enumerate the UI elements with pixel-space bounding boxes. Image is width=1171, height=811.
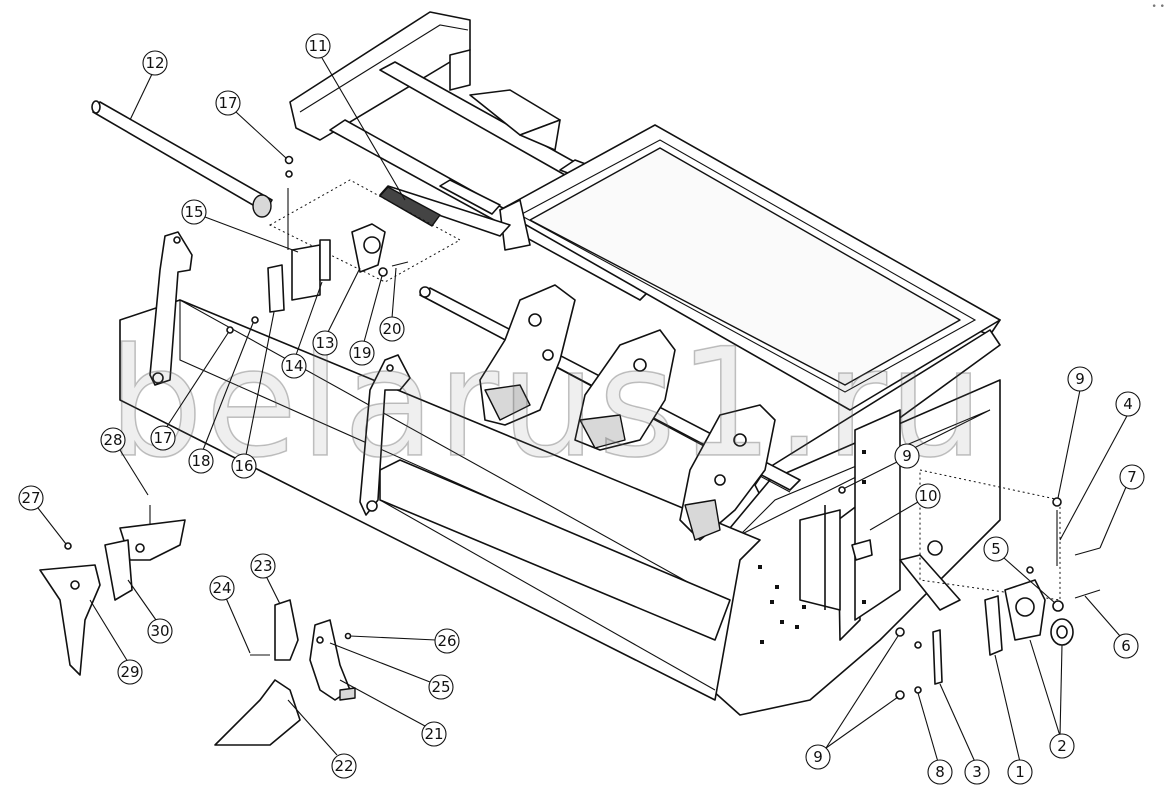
left-arm-bracket [149, 231, 193, 386]
callout-25: 25 [329, 642, 454, 700]
callout-label: 16 [234, 457, 253, 475]
callout-2: 2 [1029, 639, 1075, 759]
callout-30: 30 [127, 579, 173, 644]
lower-beam [119, 299, 761, 701]
callout-12: 12 [129, 50, 168, 121]
knife-block-1 [479, 284, 576, 426]
part-12-tube [91, 100, 273, 218]
callout-13: 13 [312, 267, 361, 356]
callout-10: 10 [869, 483, 941, 531]
callout-label: 6 [1121, 637, 1131, 655]
callout-label: 25 [431, 678, 450, 696]
callout-23: 23 [250, 553, 281, 605]
callout-label: 7 [1127, 468, 1137, 486]
callout-label: 26 [437, 632, 456, 650]
callout-label: 29 [120, 663, 139, 681]
knife-block-3 [679, 404, 776, 541]
callout-9-mid: 9 [844, 443, 920, 489]
callout-22: 22 [287, 699, 357, 779]
callout-17-bottom: 17 [150, 332, 229, 451]
bearing-assembly-right [799, 469, 1101, 700]
callout-9-top-right: 9 [1057, 366, 1093, 499]
callout-label: 20 [382, 320, 401, 338]
knife-assembly-left [39, 505, 186, 676]
callout-28: 28 [100, 427, 149, 496]
callout-4: 4 [1059, 391, 1141, 541]
callout-label: 18 [191, 452, 210, 470]
callout-8: 8 [917, 692, 953, 785]
callout-label: 22 [334, 757, 353, 775]
callout-label: 5 [991, 540, 1001, 558]
callout-label: 9 [1075, 370, 1085, 388]
callout-6: 6 [1084, 595, 1139, 659]
callout-1: 1 [994, 654, 1033, 785]
callout-label: 28 [103, 431, 122, 449]
callout-19: 19 [349, 275, 383, 366]
callout-label: 21 [424, 725, 443, 743]
bearing-assembly-left [226, 155, 462, 334]
callout-3: 3 [939, 683, 990, 785]
callout-label: 19 [352, 344, 371, 362]
callout-18: 18 [188, 322, 254, 474]
callout-label: 11 [308, 37, 327, 55]
callout-label: 15 [184, 203, 203, 221]
part-11-shaft [379, 179, 511, 237]
callout-label: 30 [150, 622, 169, 640]
callout-label: 27 [21, 489, 40, 507]
callout-21: 21 [339, 679, 447, 747]
corner-mark: • • [1151, 2, 1165, 12]
callout-label: 3 [972, 763, 982, 781]
callout-label: 24 [212, 579, 231, 597]
callouts: 1 2 3 4 5 6 7 8 [18, 33, 1145, 785]
callout-5: 5 [983, 536, 1056, 604]
callout-label: 8 [935, 763, 945, 781]
knife-block-2 [574, 329, 676, 451]
callout-label: 1 [1015, 763, 1025, 781]
callout-7: 7 [1099, 464, 1145, 549]
callout-label: 14 [284, 357, 303, 375]
callout-label: 4 [1123, 395, 1133, 413]
callout-label: 2 [1057, 737, 1067, 755]
callout-label: 23 [253, 557, 272, 575]
callout-16: 16 [231, 311, 275, 479]
callout-20: 20 [379, 267, 405, 342]
callout-label: 17 [153, 429, 172, 447]
callout-label: 9 [813, 748, 823, 766]
callout-label: 12 [145, 54, 164, 72]
callout-label: 10 [918, 487, 937, 505]
callout-26: 26 [349, 628, 460, 654]
callout-label: 9 [902, 447, 912, 465]
callout-11: 11 [305, 33, 406, 201]
middle-arm-bracket [359, 354, 411, 516]
callout-17-top: 17 [215, 90, 287, 159]
knife-assembly-centre [214, 599, 356, 746]
callout-29: 29 [89, 599, 143, 685]
callout-14: 14 [281, 281, 323, 379]
callout-label: 17 [218, 94, 237, 112]
callout-27: 27 [18, 485, 67, 545]
callout-24: 24 [209, 575, 251, 654]
callout-15: 15 [181, 199, 299, 253]
callout-label: 13 [315, 334, 334, 352]
callout-9-bottom: 9 [805, 635, 899, 770]
